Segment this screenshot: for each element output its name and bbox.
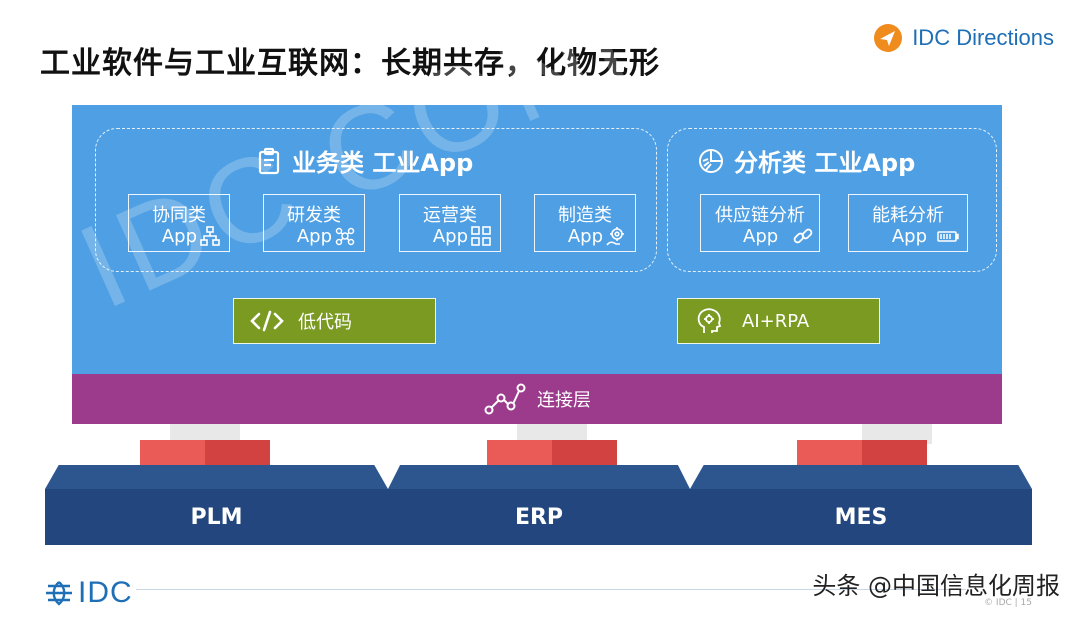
battery-icon (937, 231, 959, 242)
connector-neck-erp (517, 424, 587, 444)
card-label: 协同类 (152, 205, 206, 226)
footer-logo-text: IDC (78, 576, 133, 609)
connection-layer: 连接层 (72, 374, 1002, 424)
app-card-collab[interactable]: 协同类 App (128, 194, 230, 252)
system-label-mes: MES (690, 489, 1032, 545)
org-chart-icon (200, 226, 220, 246)
system-block-plm: PLM (45, 465, 388, 545)
card-label: 制造类 (558, 205, 612, 226)
clipboard-icon (258, 147, 280, 174)
card-sublabel: App (161, 225, 197, 247)
globe-icon (46, 581, 72, 606)
ai-rpa-label: AI+RPA (742, 310, 810, 332)
social-handle: 头条 @中国信息化周报 (812, 572, 1060, 600)
analysis-group-label: 分析类 工业App (734, 149, 916, 177)
pie-chart-icon (699, 148, 723, 173)
analysis-group-title: 分析类 工业App (696, 143, 915, 178)
card-label: 能耗分析 (872, 205, 944, 226)
card-sublabel: App (891, 225, 927, 247)
app-card-energy[interactable]: 能耗分析 App (848, 194, 968, 252)
card-label: 供应链分析 (715, 205, 805, 226)
system-label-plm: PLM (45, 489, 388, 545)
grid-icon (471, 226, 491, 246)
card-label: 研发类 (287, 205, 341, 226)
ai-head-icon (697, 308, 722, 333)
footer-logo: IDC (44, 576, 133, 610)
molecule-icon (335, 227, 355, 246)
chain-link-icon (793, 228, 813, 244)
brand-logo: IDC Directions (872, 22, 1054, 54)
connector-neck-plm (170, 424, 240, 444)
card-sublabel: App (743, 225, 779, 247)
card-sublabel: App (432, 225, 468, 247)
brand-name: IDC Directions (912, 25, 1054, 50)
code-icon (250, 310, 284, 332)
low-code-label: 低代码 (298, 312, 352, 333)
system-block-mes: MES (690, 465, 1032, 545)
compass-icon (874, 24, 903, 52)
system-label-erp: ERP (388, 489, 690, 545)
business-group-label: 业务类 工业App (292, 149, 474, 177)
business-app-group: 业务类 工业App 协同类 App 研发类 App 运营类 App 制造类 Ap… (95, 128, 657, 272)
low-code-bar[interactable]: 低代码 (233, 298, 436, 344)
page-number: © IDC | 15 (984, 598, 1032, 608)
card-label: 运营类 (423, 205, 477, 226)
system-block-erp: ERP (388, 465, 690, 545)
app-card-supply-chain[interactable]: 供应链分析 App (700, 194, 820, 252)
gear-hand-icon (606, 227, 624, 246)
card-sublabel: App (296, 225, 332, 247)
connector-neck-mes (862, 424, 932, 444)
page-title: 工业软件与工业互联网：长期共存，化物无形 (40, 46, 660, 81)
card-sublabel: App (567, 225, 603, 247)
network-icon (484, 383, 526, 415)
analysis-app-group: 分析类 工业App 供应链分析 App 能耗分析 App (667, 128, 997, 272)
app-card-rnd[interactable]: 研发类 App (263, 194, 365, 252)
business-group-title: 业务类 工业App (254, 143, 473, 178)
footer-divider (136, 589, 966, 590)
connection-layer-label: 连接层 (537, 390, 591, 411)
app-card-manufacturing[interactable]: 制造类 App (534, 194, 636, 252)
app-card-ops[interactable]: 运营类 App (399, 194, 501, 252)
ai-rpa-bar[interactable]: AI+RPA (677, 298, 880, 344)
